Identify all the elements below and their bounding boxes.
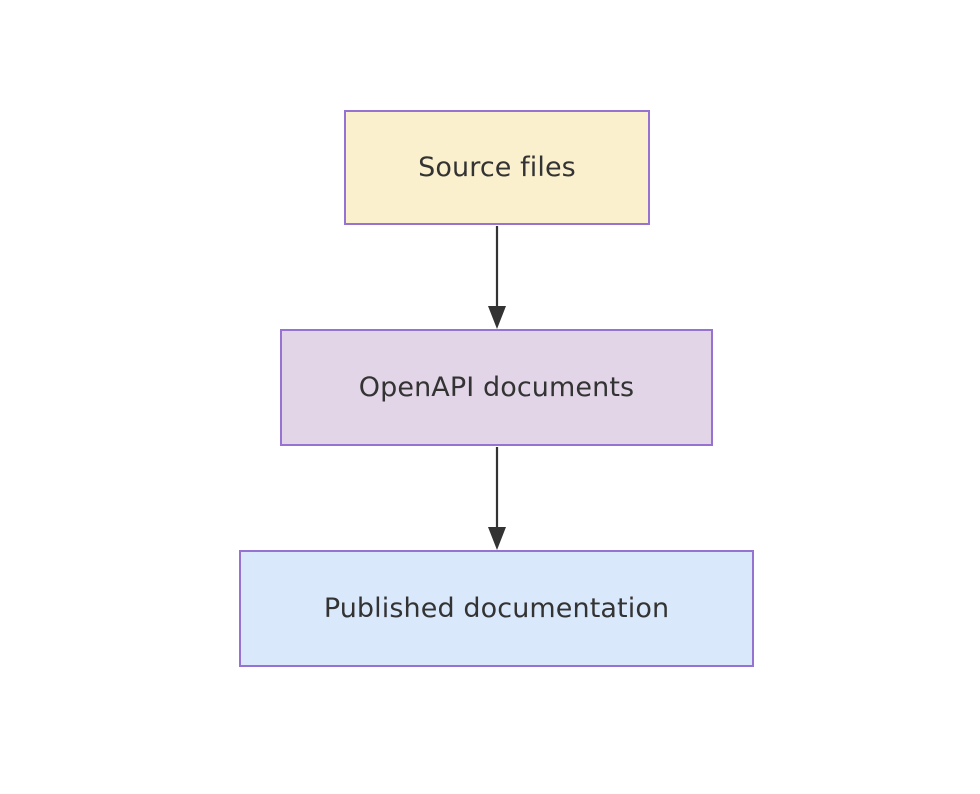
- edge-source-to-openapi: [488, 226, 506, 329]
- flowchart-node-openapi-documents[interactable]: OpenAPI documents: [280, 329, 713, 446]
- flowchart-node-label: OpenAPI documents: [358, 371, 635, 403]
- flowchart-node-label: Published documentation: [323, 592, 670, 624]
- flowchart-node-published-documentation[interactable]: Published documentation: [239, 550, 754, 667]
- arrowhead-icon: [488, 527, 506, 550]
- edge-openapi-to-published: [488, 447, 506, 550]
- flowchart-node-source-files[interactable]: Source files: [344, 110, 650, 225]
- flowchart-node-label: Source files: [418, 151, 576, 183]
- arrowhead-icon: [488, 306, 506, 329]
